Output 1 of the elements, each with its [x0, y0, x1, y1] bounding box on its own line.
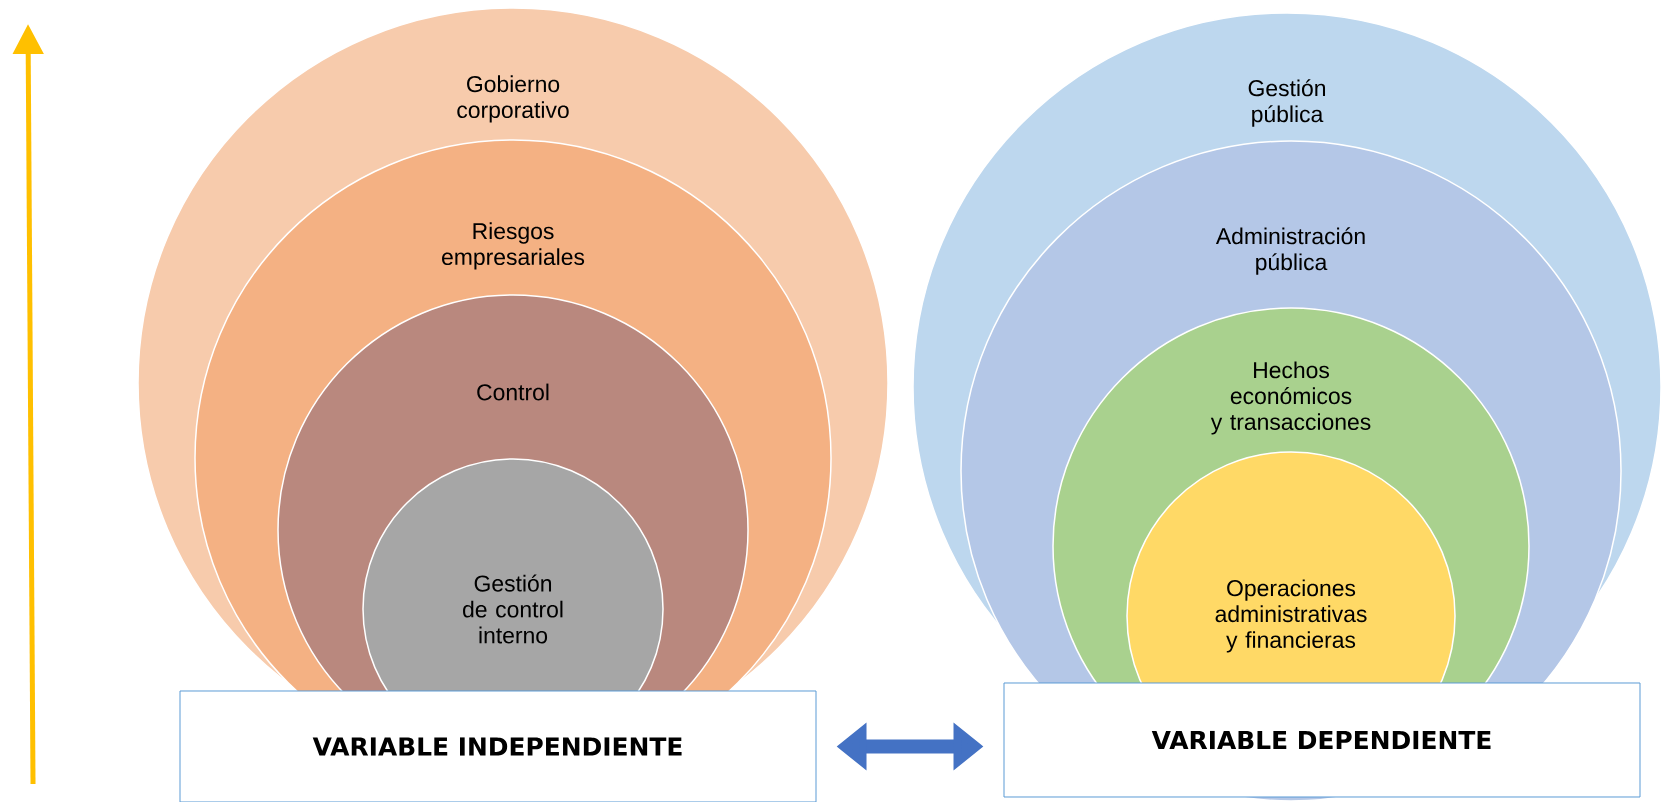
variable-box: VARIABLE INDEPENDIENTE: [179, 690, 817, 802]
